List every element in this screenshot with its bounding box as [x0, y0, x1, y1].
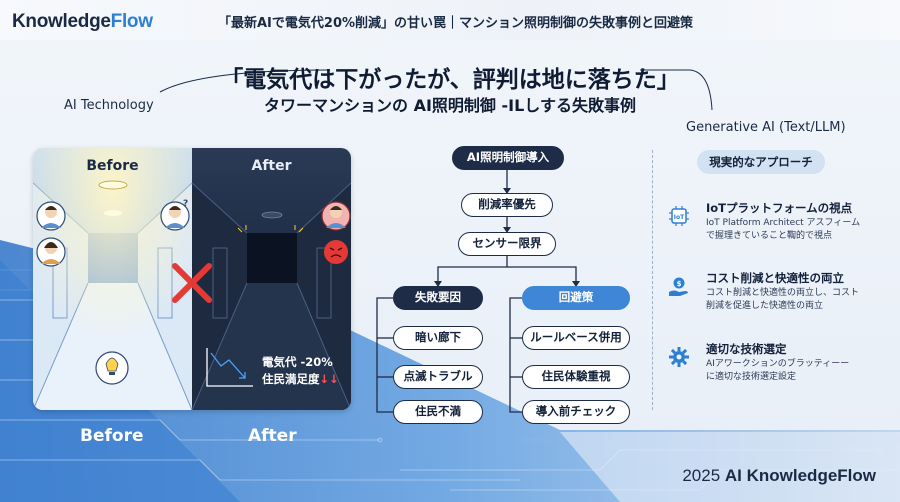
- red-x-icon: [172, 263, 212, 303]
- resident-avatars-happy: ?: [36, 199, 190, 267]
- footer-brand: 2025 AI KnowledgeFlow: [682, 466, 876, 485]
- approach-item-desc: IoT Platform Architect アスフィームで握理きていること鞫的…: [706, 218, 861, 241]
- flow-step-sensor-limit: センサー限界: [458, 232, 556, 256]
- countermeasure-item: ルールベース併用: [522, 326, 630, 350]
- failure-item: 点滅トラブル: [393, 365, 483, 389]
- failure-factors-header: 失敗要因: [393, 286, 483, 310]
- column-divider: [652, 150, 653, 410]
- before-label: Before: [86, 158, 139, 174]
- top-banner: [0, 0, 900, 40]
- svg-text:$: $: [677, 280, 682, 288]
- header-title: 「最新AIで電気代20%削減」の甘い罠｜マンション照明制御の失敗事例と回避策: [218, 16, 694, 31]
- svg-text:?: ?: [183, 199, 188, 209]
- countermeasure-item: 住民体験重視: [522, 365, 630, 389]
- countermeasure-item: 導入前チェック: [522, 400, 630, 424]
- gear-icon: [669, 347, 689, 367]
- satisfaction-stat: 住民満足度↓↓: [262, 372, 339, 386]
- failure-item: 暗い廊下: [393, 326, 483, 350]
- svg-text:IoT: IoT: [674, 214, 685, 221]
- corridor-illustration: ?: [33, 148, 351, 410]
- approach-item-title: 適切な技術選定: [706, 342, 787, 356]
- countermeasures-header: 回避策: [522, 286, 630, 310]
- flow-step-reduction-priority: 削減率優先: [461, 193, 553, 217]
- main-title: 「電気代は下がったが、評判は地に落ちた」: [220, 67, 680, 93]
- after-label: After: [251, 158, 292, 174]
- failure-item: 住民不満: [393, 400, 483, 424]
- chart-down-icon: [206, 348, 253, 387]
- approach-item-title: IoTプラットフォームの視点: [706, 201, 853, 215]
- decorative-bracket-lines: [159, 69, 713, 111]
- before-after-panel: ?: [33, 148, 351, 410]
- ai-technology-label: AI Technology: [64, 98, 154, 113]
- resident-avatars-unhappy: [321, 201, 351, 264]
- cost-hand-icon: $: [669, 277, 688, 296]
- sub-title: タワーマンションの AI照明制御 -ILしする失敗事例: [264, 96, 636, 115]
- approach-header: 現実的なアプローチ: [697, 150, 825, 174]
- approach-item-desc: AIアワークションのブラッティーーに適切な技術選定設定: [706, 359, 850, 382]
- result-stats: 電気代 -20% 住民満足度↓↓: [262, 354, 339, 388]
- flow-start-node: AI照明制御導入: [452, 146, 564, 170]
- caption-after: After: [248, 426, 297, 446]
- brand-logo: KnowledgeFlow: [12, 11, 153, 32]
- approach-item-title: コスト削減と快適性の両立: [706, 271, 844, 285]
- electricity-stat: 電気代 -20%: [262, 355, 333, 369]
- generative-ai-label: Generative AI (Text/LLM): [686, 120, 846, 135]
- approach-item-desc: コスト削減と快適性の両立し、コスト削減を促進した快適性の両立: [706, 288, 860, 311]
- caption-before: Before: [80, 426, 144, 446]
- iot-chip-icon: IoT: [669, 206, 689, 226]
